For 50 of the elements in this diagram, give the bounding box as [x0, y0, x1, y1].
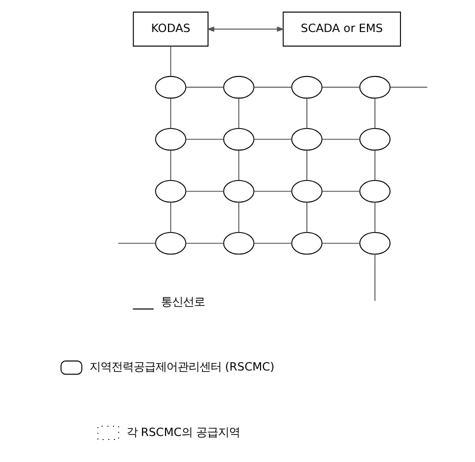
connector: [252, 190, 292, 192]
node-circle: [358, 76, 390, 99]
connector: [252, 242, 292, 244]
node-circle: [222, 180, 254, 203]
node-circle: [154, 180, 186, 203]
node-circle: [290, 76, 322, 99]
connector: [306, 150, 307, 181]
node-circle: [290, 128, 322, 151]
node-circle: [154, 232, 186, 255]
connector: [389, 86, 428, 88]
connector: [238, 202, 239, 233]
node-box: SCADA or EMS: [282, 12, 400, 47]
node-circle: [222, 232, 254, 255]
node-box: KODAS: [132, 12, 208, 47]
legend-label: 지역전력공급제어관리센터 (RSCMC): [88, 360, 274, 374]
connector: [321, 242, 360, 244]
connector: [170, 98, 171, 129]
connector: [252, 86, 292, 88]
connector: [321, 138, 360, 140]
node-circle: [222, 128, 254, 151]
connector: [238, 98, 239, 129]
connector: [184, 138, 224, 140]
connector: [184, 86, 224, 88]
connector: [252, 138, 292, 140]
legend-label: 각 RSCMC의 공급지역: [126, 424, 240, 439]
connector: [374, 150, 375, 181]
node-circle: [154, 76, 186, 99]
connector: [170, 46, 171, 77]
node-circle: [358, 232, 390, 255]
connector: [170, 202, 171, 233]
connector: [374, 202, 375, 233]
node-circle: [358, 180, 390, 203]
connector: [238, 150, 239, 181]
connector: [374, 254, 375, 302]
connector: [170, 150, 171, 181]
node-circle: [358, 128, 390, 151]
connector: [321, 190, 360, 192]
node-circle: [222, 76, 254, 99]
connector: [306, 98, 307, 129]
node-circle: [154, 128, 186, 151]
node-circle: [290, 232, 322, 255]
arrow: [206, 26, 284, 32]
connector: [306, 202, 307, 233]
connector: [184, 190, 224, 192]
connector: [321, 86, 360, 88]
connector: [184, 242, 224, 244]
connector: [374, 98, 375, 129]
connector: [117, 242, 156, 244]
node-circle: [290, 180, 322, 203]
legend-label: 통신선로: [160, 294, 205, 308]
